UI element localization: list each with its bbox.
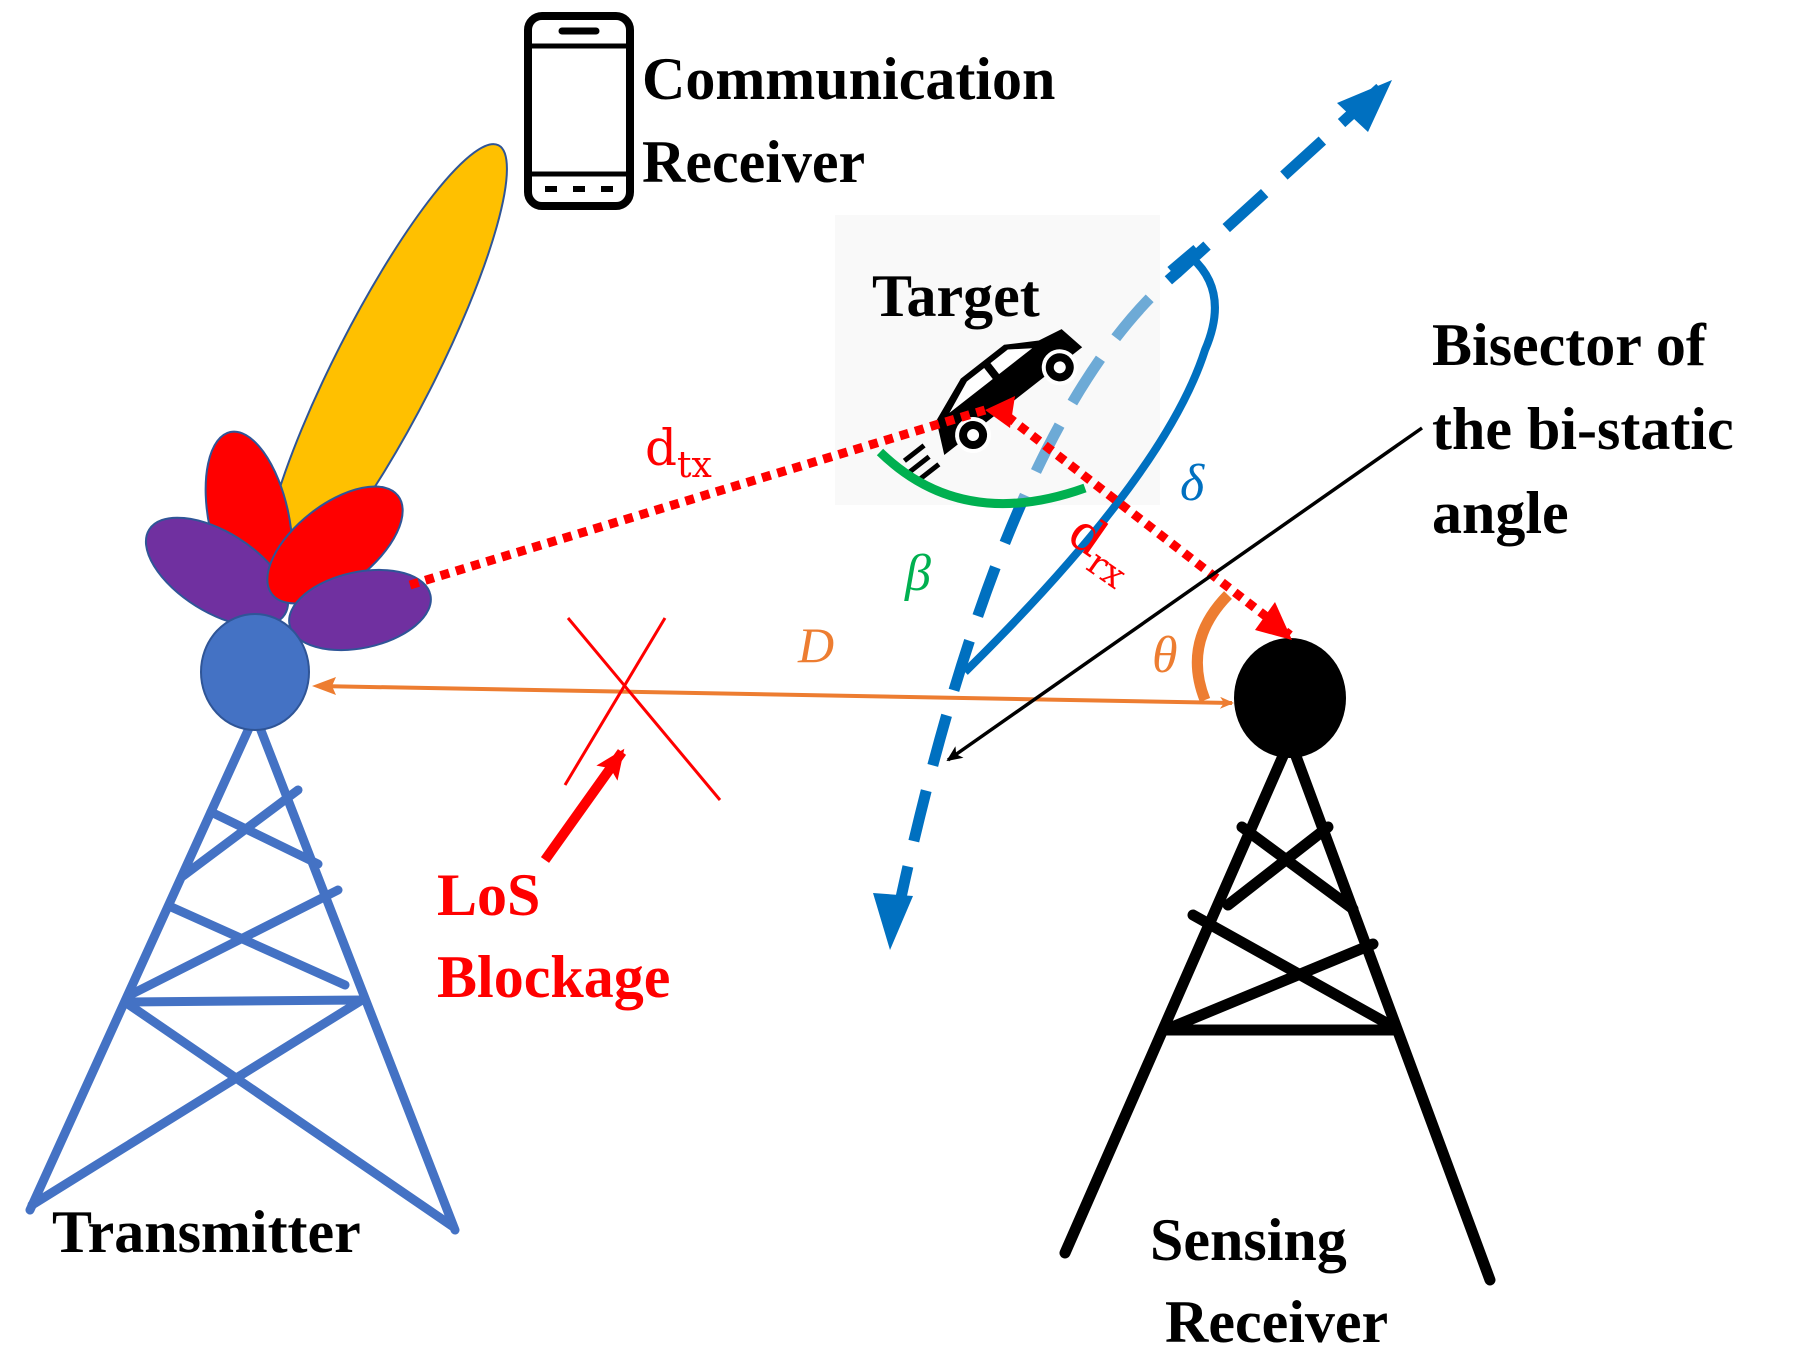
D-symbol: D bbox=[797, 617, 834, 673]
bisector-arrow bbox=[946, 426, 1424, 762]
los-label-1: LoS bbox=[437, 862, 540, 928]
delta-symbol: δ bbox=[1180, 455, 1205, 512]
beta-symbol: β bbox=[904, 545, 931, 602]
bisector-label-1: Bisector of bbox=[1432, 312, 1707, 378]
beta-arc bbox=[876, 448, 1087, 509]
transmitter-node bbox=[200, 613, 310, 731]
smartphone-icon bbox=[524, 12, 634, 210]
drx-path bbox=[985, 396, 1293, 640]
delta-arc bbox=[962, 255, 1219, 675]
sensing-receiver-label-1: Sensing bbox=[1150, 1207, 1347, 1273]
baseline-D bbox=[317, 684, 1234, 709]
trajectory-arrow-down bbox=[873, 893, 913, 950]
delta-arc-tick bbox=[1167, 244, 1199, 274]
side-lobe-purple-left bbox=[144, 516, 290, 628]
comm-receiver-label-2: Receiver bbox=[642, 129, 865, 195]
dtx-label: dtx bbox=[645, 419, 712, 486]
theta-arc bbox=[1191, 591, 1232, 703]
comm-receiver-label-1: Communication bbox=[642, 46, 1055, 112]
los-blockage-cross bbox=[563, 617, 722, 801]
bisector-label-2: the bi-static bbox=[1432, 396, 1734, 462]
theta-symbol: θ bbox=[1152, 627, 1178, 684]
trajectory-arrow-up bbox=[1337, 80, 1392, 132]
sensing-receiver-label-2: Receiver bbox=[1165, 1289, 1388, 1355]
transmitter-tower-icon bbox=[25, 710, 460, 1235]
receiver-node bbox=[1234, 638, 1346, 758]
side-lobe-purple-right bbox=[288, 568, 432, 652]
receiver-tower-icon bbox=[1059, 734, 1496, 1286]
target-label: Target bbox=[872, 263, 1040, 329]
transmitter-label: Transmitter bbox=[52, 1199, 361, 1265]
dtx-path bbox=[408, 405, 987, 590]
los-label-2: Blockage bbox=[437, 944, 670, 1010]
los-blockage-arrow bbox=[540, 748, 627, 863]
bisector-label-3: angle bbox=[1432, 480, 1569, 546]
baseline-arrow-left bbox=[312, 677, 336, 695]
antenna-beam-pattern bbox=[144, 143, 508, 652]
